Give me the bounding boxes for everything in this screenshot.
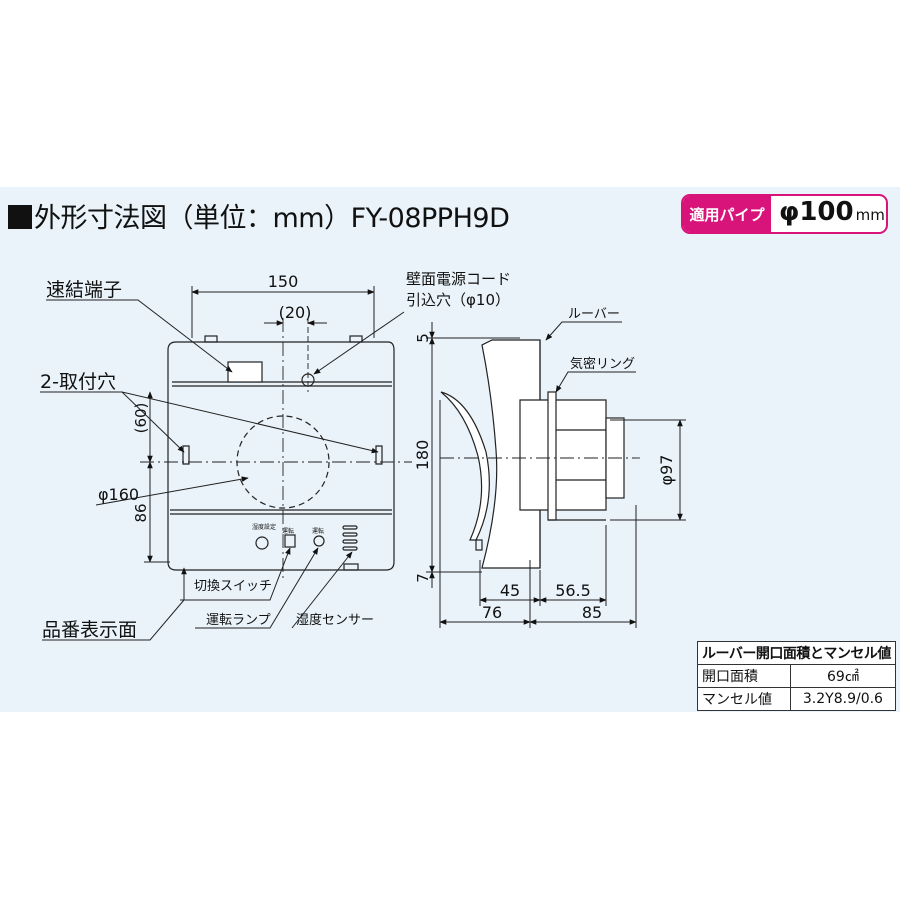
dim-150-text: 150 <box>268 272 299 291</box>
front-dimensions <box>40 286 405 641</box>
leader-sensor <box>291 551 353 629</box>
sensor-slot-2 <box>342 532 358 537</box>
pipe-badge-label: 適用パイプ <box>683 196 771 232</box>
label-switch: 切換スイッチ <box>194 579 272 594</box>
label-louver: ルーバー <box>568 307 620 322</box>
dim-97-text: φ97 <box>657 455 676 486</box>
leader-model-face <box>42 599 185 641</box>
panel-humidity-text: 湿度設定 <box>252 523 276 531</box>
leader-ring <box>555 371 636 393</box>
sensor-slot-1 <box>342 525 358 530</box>
dim-180-text: 180 <box>413 440 432 471</box>
leader-mount-right <box>121 391 379 454</box>
side-dimensions <box>426 321 686 628</box>
humidity-dial <box>255 536 269 550</box>
title-text: 外形寸法図（単位：mm）FY-08PPH9D <box>34 203 510 234</box>
label-cord-hole: 引込穴（φ10） <box>406 291 510 309</box>
dim-20-text: (20) <box>279 303 312 322</box>
front-bottom-tab <box>343 563 359 571</box>
label-cord: 壁面電源コード <box>406 270 511 288</box>
diagram-title: 外形寸法図（単位：mm）FY-08PPH9D <box>8 196 510 235</box>
leader-terminal <box>46 299 233 373</box>
label-model-face: 品番表示面 <box>42 619 137 641</box>
terminal-block <box>227 361 263 383</box>
panel-run-text: 運転 <box>312 527 324 535</box>
leader-louver <box>545 321 622 341</box>
dim-7-text: 7 <box>414 573 432 583</box>
airtight-ring <box>547 391 557 521</box>
front-body-outline <box>167 341 395 571</box>
label-sensor: 湿度センサー <box>296 612 374 628</box>
table-row: 開口面積 69㎠ <box>697 664 896 688</box>
title-square-icon <box>8 205 32 229</box>
side-body-front <box>481 339 541 569</box>
sensor-slot-3 <box>342 539 358 544</box>
spec-value-area: 69㎠ <box>790 664 896 688</box>
side-bottom-tab <box>475 539 483 551</box>
spec-value-munsell: 3.2Y8.9/0.6 <box>790 687 896 711</box>
motor-housing <box>519 399 607 511</box>
louver-spec-table: ルーバー開口面積とマンセル値 開口面積 69㎠ マンセル値 3.2Y8.9/0.… <box>697 641 896 711</box>
dim-85-text: 85 <box>582 603 602 622</box>
spec-table-header: ルーバー開口面積とマンセル値 <box>697 641 896 665</box>
mode-switch <box>284 534 296 548</box>
dim-86-text: 86 <box>132 503 150 522</box>
side-view <box>440 339 640 569</box>
dim-56-5-text: 56.5 <box>555 581 591 600</box>
mount-hole-right <box>375 445 383 465</box>
panel-mode-text: 運転 <box>282 527 294 535</box>
label-lamp: 運転ランプ <box>206 613 271 628</box>
dim-60-text: (60) <box>132 403 150 434</box>
sensor-slot-4 <box>342 546 358 551</box>
spec-label-area: 開口面積 <box>697 664 791 688</box>
label-mount-holes: 2-取付穴 <box>40 371 116 393</box>
louver <box>440 391 490 541</box>
front-view <box>140 318 412 580</box>
pipe-unit: mm <box>855 206 885 224</box>
table-row: マンセル値 3.2Y8.9/0.6 <box>697 687 896 711</box>
pipe-diameter: φ100 <box>779 197 854 227</box>
front-top-tab-right <box>349 335 363 343</box>
dim-76-text: 76 <box>482 603 502 622</box>
leader-switch <box>180 547 291 601</box>
label-ring: 気密リング <box>570 356 635 372</box>
spec-label-munsell: マンセル値 <box>697 687 791 711</box>
run-lamp <box>313 535 325 547</box>
front-top-tab-left <box>204 335 218 343</box>
mount-hole-left <box>182 445 190 465</box>
leader-cord <box>313 311 405 375</box>
spec-table-header-row: ルーバー開口面積とマンセル値 <box>697 641 896 665</box>
dim-5-text: 5 <box>414 333 432 343</box>
leader-circle <box>95 476 249 506</box>
dim-45-text: 45 <box>500 581 520 600</box>
dim-circle-text: φ160 <box>98 485 139 504</box>
leader-lamp <box>195 547 319 629</box>
label-terminal: 速結端子 <box>46 279 122 301</box>
